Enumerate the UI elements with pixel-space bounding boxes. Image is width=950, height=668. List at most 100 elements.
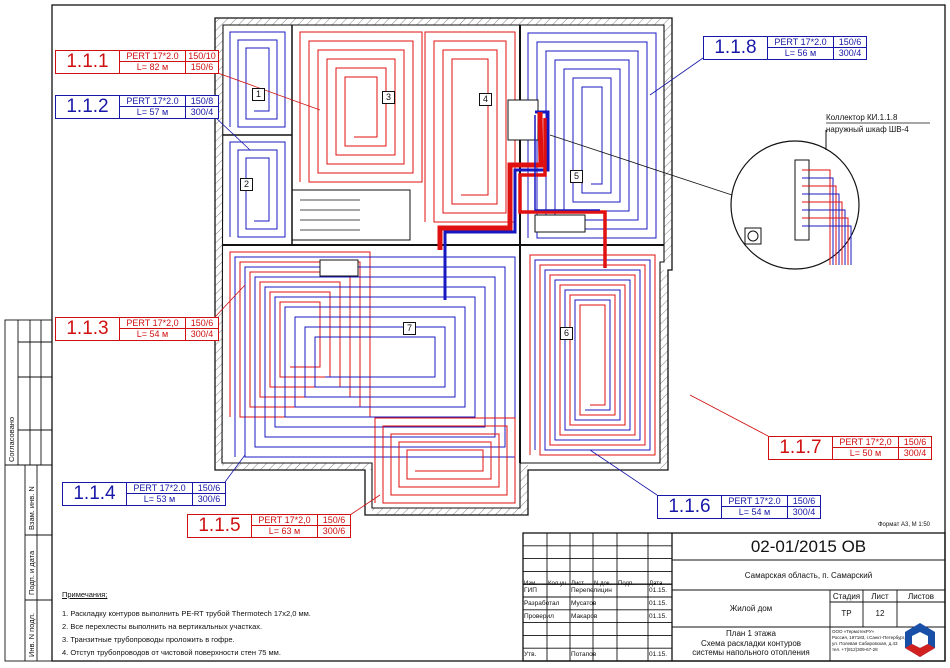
circuit-label-1.1.3: 1.1.3 PERT 17*2,0 150/6 L= 54 м 300/4 [55,317,219,341]
column-header: Изм. [524,581,537,587]
signer-date: 01.15. [649,600,668,607]
circuit-label-1.1.6: 1.1.6 PERT 17*2.0 150/6 L= 54 м 300/4 [657,495,821,519]
flow-b: 300/4 [792,507,816,517]
loop-length: L= 57 м [120,107,186,118]
sheet-title: План 1 этажа Схема раскладки контуров си… [672,629,830,658]
collector-label-1: Коллектор КИ.1.1.8 [826,113,898,122]
column-header: N док. [594,581,612,587]
supply-return-mains [437,110,607,300]
walls [214,17,673,516]
loop-1.1.3 [229,251,371,418]
document-code: 02-01/2015 ОВ [750,537,867,556]
flow-b: 300/6 [197,494,221,504]
signer-date: 01.15. [649,651,668,659]
signer-role: Разработал [524,600,560,607]
heating-loops [229,31,657,504]
signer-date: 01.15. [649,612,668,620]
company-line: ООО «ТермотехРУ» [832,629,874,634]
note-item: 4. Отступ трубопроводов от чистовой пове… [62,648,281,657]
stamp-sign-date: Подп. и дата [27,550,36,595]
pipe-spec: PERT 17*2.0 [768,37,834,48]
sheet-title-line: Схема раскладки контуров [700,638,802,648]
loop-1.1.4 [234,256,516,458]
room-number: 2 [240,178,254,191]
circuit-id: 1.1.6 [658,496,722,518]
collector-detail [549,122,930,270]
flow-a: 150/6 [318,515,350,526]
loop-1.1.6 [534,259,651,451]
loop-length: L= 56 м [768,48,834,59]
collector-label-2: наружный шкаф ШВ-4 [826,125,909,134]
stamp-replace: Взам. инв. N [27,486,36,530]
manifold-outlet [802,225,852,265]
loop-length: L= 82 м [120,62,186,73]
flow-a: 150/6 [788,496,820,507]
pipe-spec: PERT 17*2.0 [120,51,186,62]
flow-a: 150/10 [186,51,218,62]
circuit-label-1.1.4: 1.1.4 PERT 17*2.0 150/6 L= 53 м 300/6 [62,482,226,506]
column-header: Лист [571,581,585,587]
stage-label: Стадия [832,592,861,601]
loop-1.1.2 [229,31,286,128]
sheet-title-line: системы напольного отопления [692,648,810,657]
pipe-spec: PERT 17*2,0 [833,437,899,448]
signer-name: Потапов [571,651,597,659]
sheet-label: Лист [871,592,889,601]
flow-b: 300/4 [838,48,862,58]
loop-1.1.1 [299,31,423,183]
loop-1.1.2-b [229,141,286,238]
stamp-inv: Инв. N подл. [27,612,36,657]
column-header: Подп. [618,581,634,587]
flow-a: 150/6 [186,318,218,329]
leaders-red [214,71,769,516]
circuit-id: 1.1.4 [63,483,127,505]
signer-role: Утв. [524,651,537,659]
pipe-spec: PERT 17*2.0 [722,496,788,507]
company-logo [905,623,935,657]
stamp-agreed: Согласовано [7,416,16,462]
loop-length: L= 54 м [722,507,788,518]
company-info: ООО «ТермотехРУ» Россия, 197183, г.Санкт… [832,629,905,653]
circuit-id: 1.1.3 [56,318,120,340]
pipe-spec: PERT 17*2,0 [252,515,318,526]
room-number: 6 [560,327,574,340]
signer-date: 01.15. [649,587,668,595]
pipe-spec: PERT 17*2,0 [120,318,186,329]
manifold-outlet [802,169,831,265]
loop-length: L= 53 м [127,494,193,505]
flow-b: 150/6 [190,62,214,72]
room-number: 1 [252,88,266,101]
loop-1.1.1-b [424,31,516,223]
room-number: 3 [382,91,396,104]
circuit-id: 1.1.8 [704,37,768,59]
flow-a: 150/6 [834,37,866,48]
manifold-outlet [802,193,840,265]
note-item: 2. Все перехлесты выполнить на вертикаль… [62,622,263,631]
loop-length: L= 54 м [120,329,186,340]
loop-1.1.5 [374,417,516,504]
manifold-outlet [802,209,846,265]
location: Самарская область, п. Самарский [744,571,873,580]
title-block-grid [4,319,946,662]
flow-a: 150/6 [899,437,931,448]
note-item: 3. Транзитные трубопроводы проложить в г… [62,635,235,644]
company-line: тел. +7(812)309-67-28 [832,647,878,652]
note-item: 1. Раскладку контуров выполнить PE-RT тр… [62,609,311,618]
manifold-outlet [802,177,834,265]
pipe-spec: PERT 17*2.0 [120,96,186,107]
company-line: Россия, 197183, г.Санкт-Петербург, [832,635,906,640]
signer-name: Мусатов [571,600,597,607]
circuit-id: 1.1.1 [56,51,120,73]
object-name: Жилой дом [729,604,773,613]
flow-b: 300/4 [190,107,214,117]
stage-value: ТР [841,609,852,618]
column-header: Дата [649,581,663,587]
sheet-title-line: План 1 этажа [726,629,776,638]
manifold-outlet [802,217,849,265]
circuit-label-1.1.8: 1.1.8 PERT 17*2.0 150/6 L= 56 м 300/4 [703,36,867,60]
signer-name: Перепелицин [571,587,612,595]
circuit-label-1.1.1: 1.1.1 PERT 17*2.0 150/10 L= 82 м 150/6 [55,50,219,74]
column-header: Кол.уч [548,581,566,587]
circuit-label-1.1.7: 1.1.7 PERT 17*2,0 150/6 L= 50 м 300/4 [768,436,932,460]
loop-length: L= 50 м [833,448,899,459]
